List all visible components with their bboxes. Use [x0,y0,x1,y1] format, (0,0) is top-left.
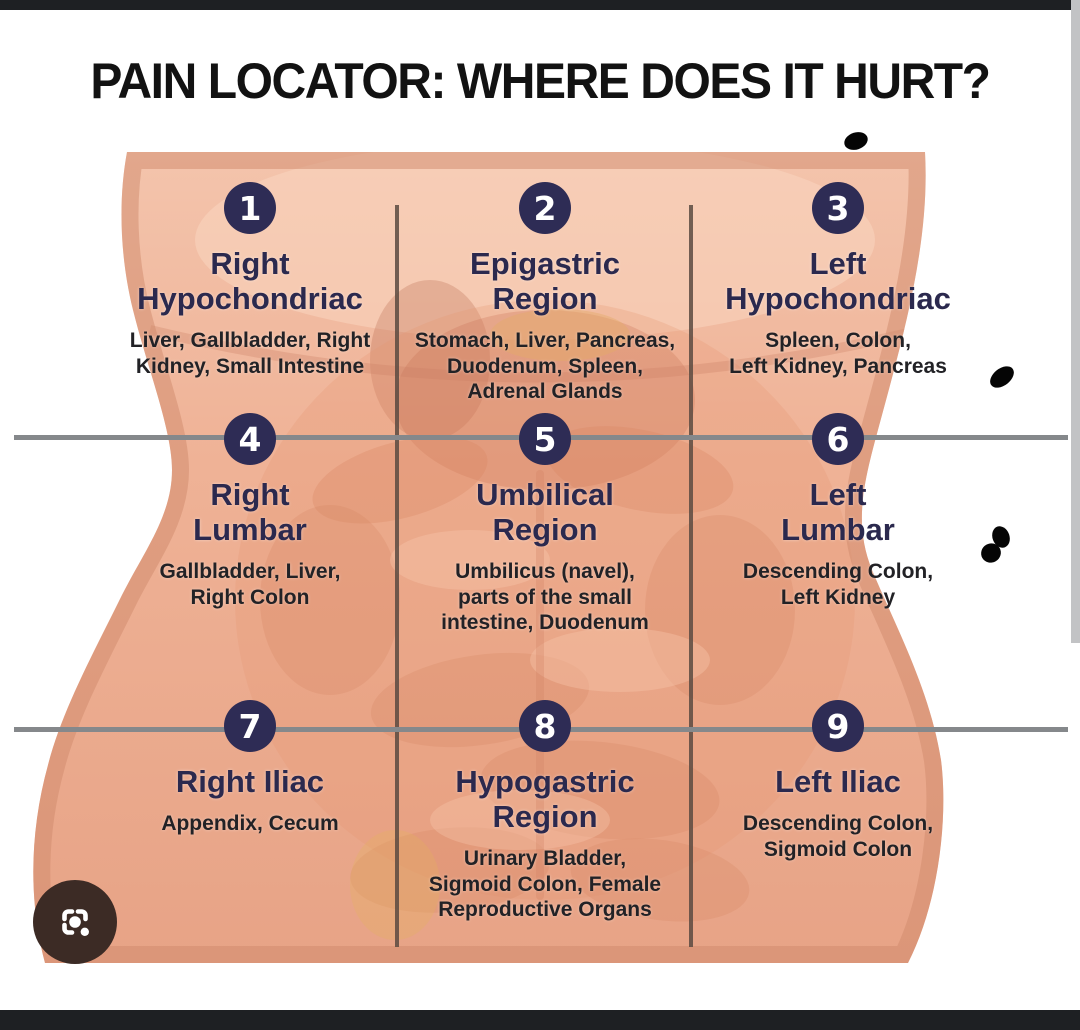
region-name: Right Hypochondriac [137,246,363,317]
google-lens-icon [62,909,89,936]
region-organs: Stomach, Liver, Pancreas, Duodenum, Sple… [414,329,676,404]
region-number: 4 [238,419,262,459]
region-right-iliac: 7 Right Iliac Appendix, Cecum [100,700,400,837]
vertical-scrollbar[interactable] [1071,0,1080,643]
region-organs: Urinary Bladder, Sigmoid Colon, Female R… [428,847,662,922]
region-organs: Umbilicus (navel), parts of the small in… [441,560,649,635]
region-left-iliac: 9 Left Iliac Descending Colon, Sigmoid C… [688,700,988,862]
region-name: Left Iliac [775,764,901,799]
region-name: Left Hypochondriac [725,246,951,317]
region-organs: Descending Colon, Left Kidney [742,560,934,609]
region-hypogastric: 8 Hypogastric Region Urinary Bladder, Si… [395,700,695,923]
region-number-badge: 5 [519,413,571,465]
google-lens-button[interactable] [33,880,117,964]
region-organs: Spleen, Colon, Left Kidney, Pancreas [729,329,947,378]
region-umbilical: 5 Umbilical Region Umbilicus (navel), pa… [395,413,695,636]
region-name: Umbilical Region [476,477,614,548]
region-name: Epigastric Region [470,246,620,317]
region-number: 2 [533,188,557,228]
region-number: 9 [826,706,850,746]
region-number-badge: 8 [519,700,571,752]
region-name: Hypogastric Region [455,764,635,835]
bottom-chrome-bar [0,1010,1080,1030]
region-number-badge: 1 [224,182,276,234]
region-number: 7 [238,706,262,746]
page-title: PAIN LOCATOR: WHERE DOES IT HURT? [90,53,991,109]
region-organs: Gallbladder, Liver, Right Colon [159,560,341,609]
region-left-hypochondriac: 3 Left Hypochondriac Spleen, Colon, Left… [688,182,988,379]
region-number: 1 [238,188,262,228]
top-chrome-bar [0,0,1071,10]
region-number: 3 [826,188,850,228]
region-right-hypochondriac: 1 Right Hypochondriac Liver, Gallbladder… [100,182,400,379]
region-organs: Appendix, Cecum [161,812,339,836]
region-number-badge: 3 [812,182,864,234]
region-epigastric: 2 Epigastric Region Stomach, Liver, Panc… [395,182,695,405]
region-left-lumbar: 6 Left Lumbar Descending Colon, Left Kid… [688,413,988,610]
region-name: Right Iliac [175,764,325,799]
region-number-badge: 6 [812,413,864,465]
grid-vertical-line-left [395,205,399,947]
region-number-badge: 9 [812,700,864,752]
region-number: 6 [826,419,850,459]
region-number-badge: 7 [224,700,276,752]
region-name: Left Lumbar [781,477,895,548]
region-number-badge: 2 [519,182,571,234]
region-organs: Descending Colon, Sigmoid Colon [742,812,934,861]
region-number: 8 [533,706,557,746]
region-number: 5 [533,419,557,459]
region-right-lumbar: 4 Right Lumbar Gallbladder, Liver, Right… [100,413,400,610]
region-organs: Liver, Gallbladder, Right Kidney, Small … [129,329,371,378]
region-name: Right Lumbar [193,477,307,548]
region-number-badge: 4 [224,413,276,465]
grid-vertical-line-right [689,205,693,947]
